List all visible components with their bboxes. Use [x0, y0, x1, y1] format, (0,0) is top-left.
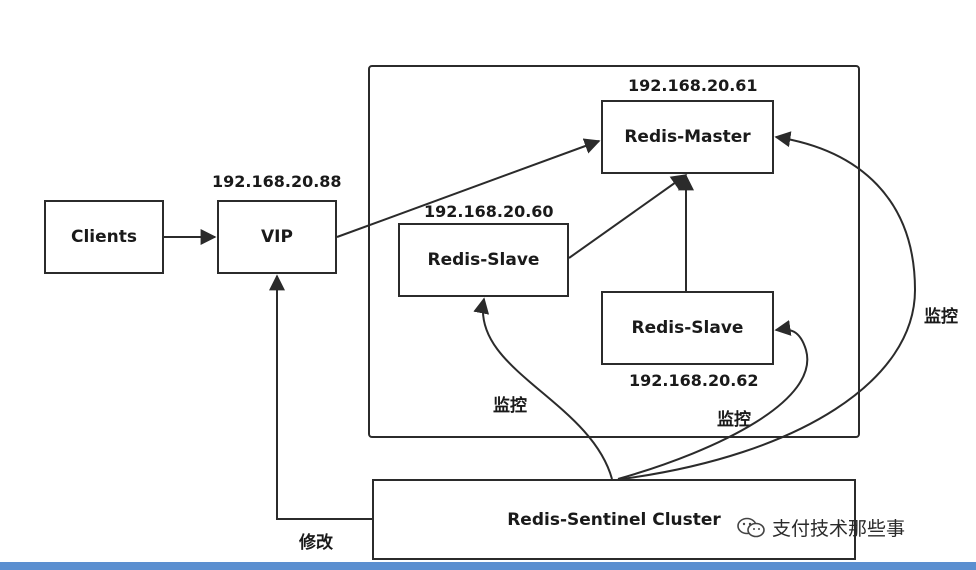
arrow-slave60-to-master	[568, 174, 688, 259]
bottom-bar	[0, 562, 976, 570]
vip-node[interactable]: VIP	[217, 200, 337, 274]
arrow-sentinel-to-slave60	[473, 297, 613, 480]
clients-node[interactable]: Clients	[44, 200, 164, 274]
slave-62-ip-label: 192.168.20.62	[629, 371, 759, 390]
redis-slave-60-node[interactable]: Redis-Slave	[398, 223, 569, 297]
arrow-sentinel-to-slave62	[617, 320, 809, 480]
vip-ip-label: 192.168.20.88	[212, 172, 342, 191]
master-ip-label: 192.168.20.61	[628, 76, 758, 95]
redis-group-frame	[368, 65, 860, 438]
monitor-label-master: 监控	[924, 307, 958, 327]
redis-slave-62-label: Redis-Slave	[631, 318, 744, 338]
watermark-text: 支付技术那些事	[772, 518, 906, 540]
modify-label: 修改	[299, 533, 333, 553]
redis-slave-62-node[interactable]: Redis-Slave	[601, 291, 774, 365]
redis-master-label: Redis-Master	[624, 127, 751, 147]
redis-slave-60-label: Redis-Slave	[427, 250, 540, 270]
monitor-label-slave-62: 监控	[717, 410, 751, 430]
clients-label: Clients	[70, 227, 137, 247]
watermark: 支付技术那些事	[736, 514, 905, 541]
redis-master-node[interactable]: Redis-Master	[601, 100, 774, 174]
arrow-sentinel-to-vip	[269, 274, 372, 520]
slave-60-ip-label: 192.168.20.60	[424, 202, 554, 221]
vip-label: VIP	[261, 227, 293, 247]
arrow-sentinel-to-master	[621, 131, 917, 480]
redis-sentinel-cluster-label: Redis-Sentinel Cluster	[507, 509, 721, 530]
monitor-label-slave-60: 监控	[493, 396, 527, 416]
redis-sentinel-cluster-node[interactable]: Redis-Sentinel Cluster	[372, 479, 856, 560]
wechat-icon	[737, 517, 765, 537]
arrow-vip-to-master	[336, 138, 601, 238]
